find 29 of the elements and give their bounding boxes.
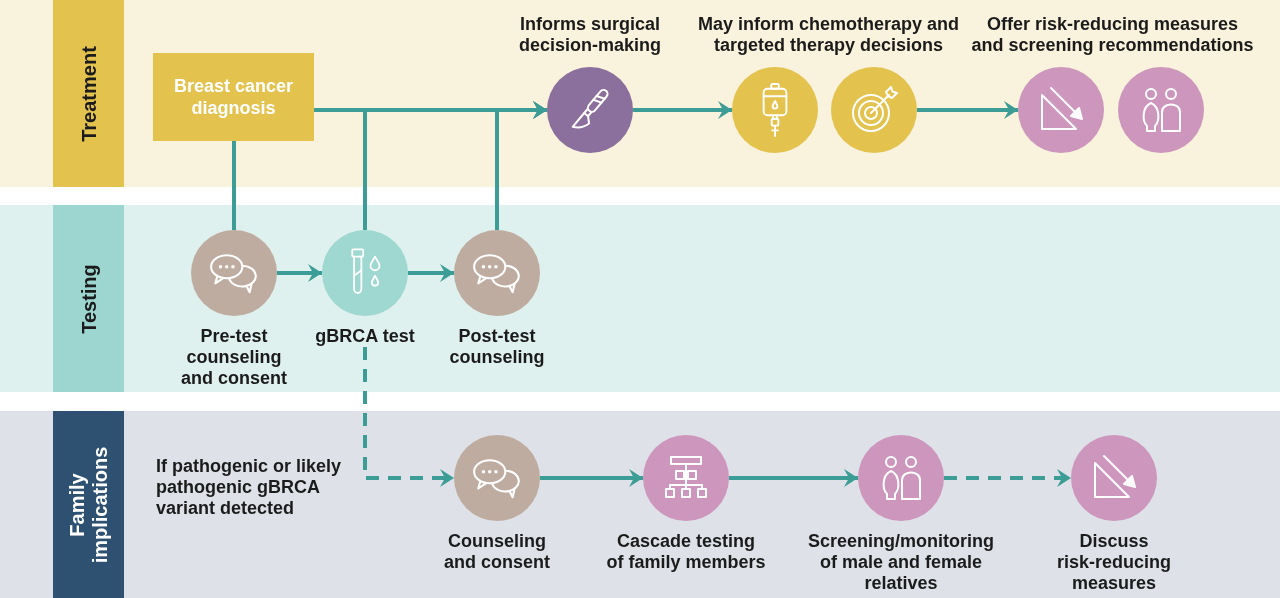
step-label: Post-test counseling bbox=[448, 326, 546, 368]
arrow bbox=[729, 469, 858, 487]
group-heading: May inform chemotherapy and targeted therapy decisions bbox=[696, 14, 961, 56]
group-heading: Offer risk-reducing measures and screening recommendations bbox=[970, 14, 1255, 56]
arrow bbox=[917, 101, 1018, 119]
box-label: Breast cancer diagnosis bbox=[172, 75, 295, 119]
arrow bbox=[633, 101, 732, 119]
step-label: Counseling and consent bbox=[443, 531, 551, 573]
step-label: gBRCA test bbox=[314, 326, 416, 347]
step-label: Cascade testing of family members bbox=[606, 531, 766, 573]
lane-title: Testing bbox=[77, 262, 100, 336]
step-label: Pre-test counseling and consent bbox=[180, 326, 288, 389]
arrow bbox=[495, 101, 547, 230]
dashed-arrow bbox=[944, 469, 1071, 487]
swimlane-band bbox=[0, 411, 1280, 598]
lane-title: Treatment bbox=[77, 44, 100, 144]
process-box bbox=[153, 53, 314, 141]
dashed-arrow bbox=[363, 347, 454, 487]
step-label: Screening/monitoring of male and female relatives bbox=[807, 531, 995, 594]
swimlane-band bbox=[0, 0, 1280, 187]
step-label: Discuss risk-reducing measures bbox=[1056, 531, 1172, 594]
connector-line bbox=[232, 141, 236, 230]
swimlane-band bbox=[0, 205, 1280, 392]
step-heading: Informs surgical decision-making bbox=[518, 14, 662, 56]
condition-note: If pathogenic or likely pathogenic gBRCA variant detected bbox=[156, 456, 343, 519]
lane-title: Family implications bbox=[65, 445, 112, 565]
arrow bbox=[277, 264, 322, 282]
arrow bbox=[540, 469, 643, 487]
arrow bbox=[408, 264, 454, 282]
